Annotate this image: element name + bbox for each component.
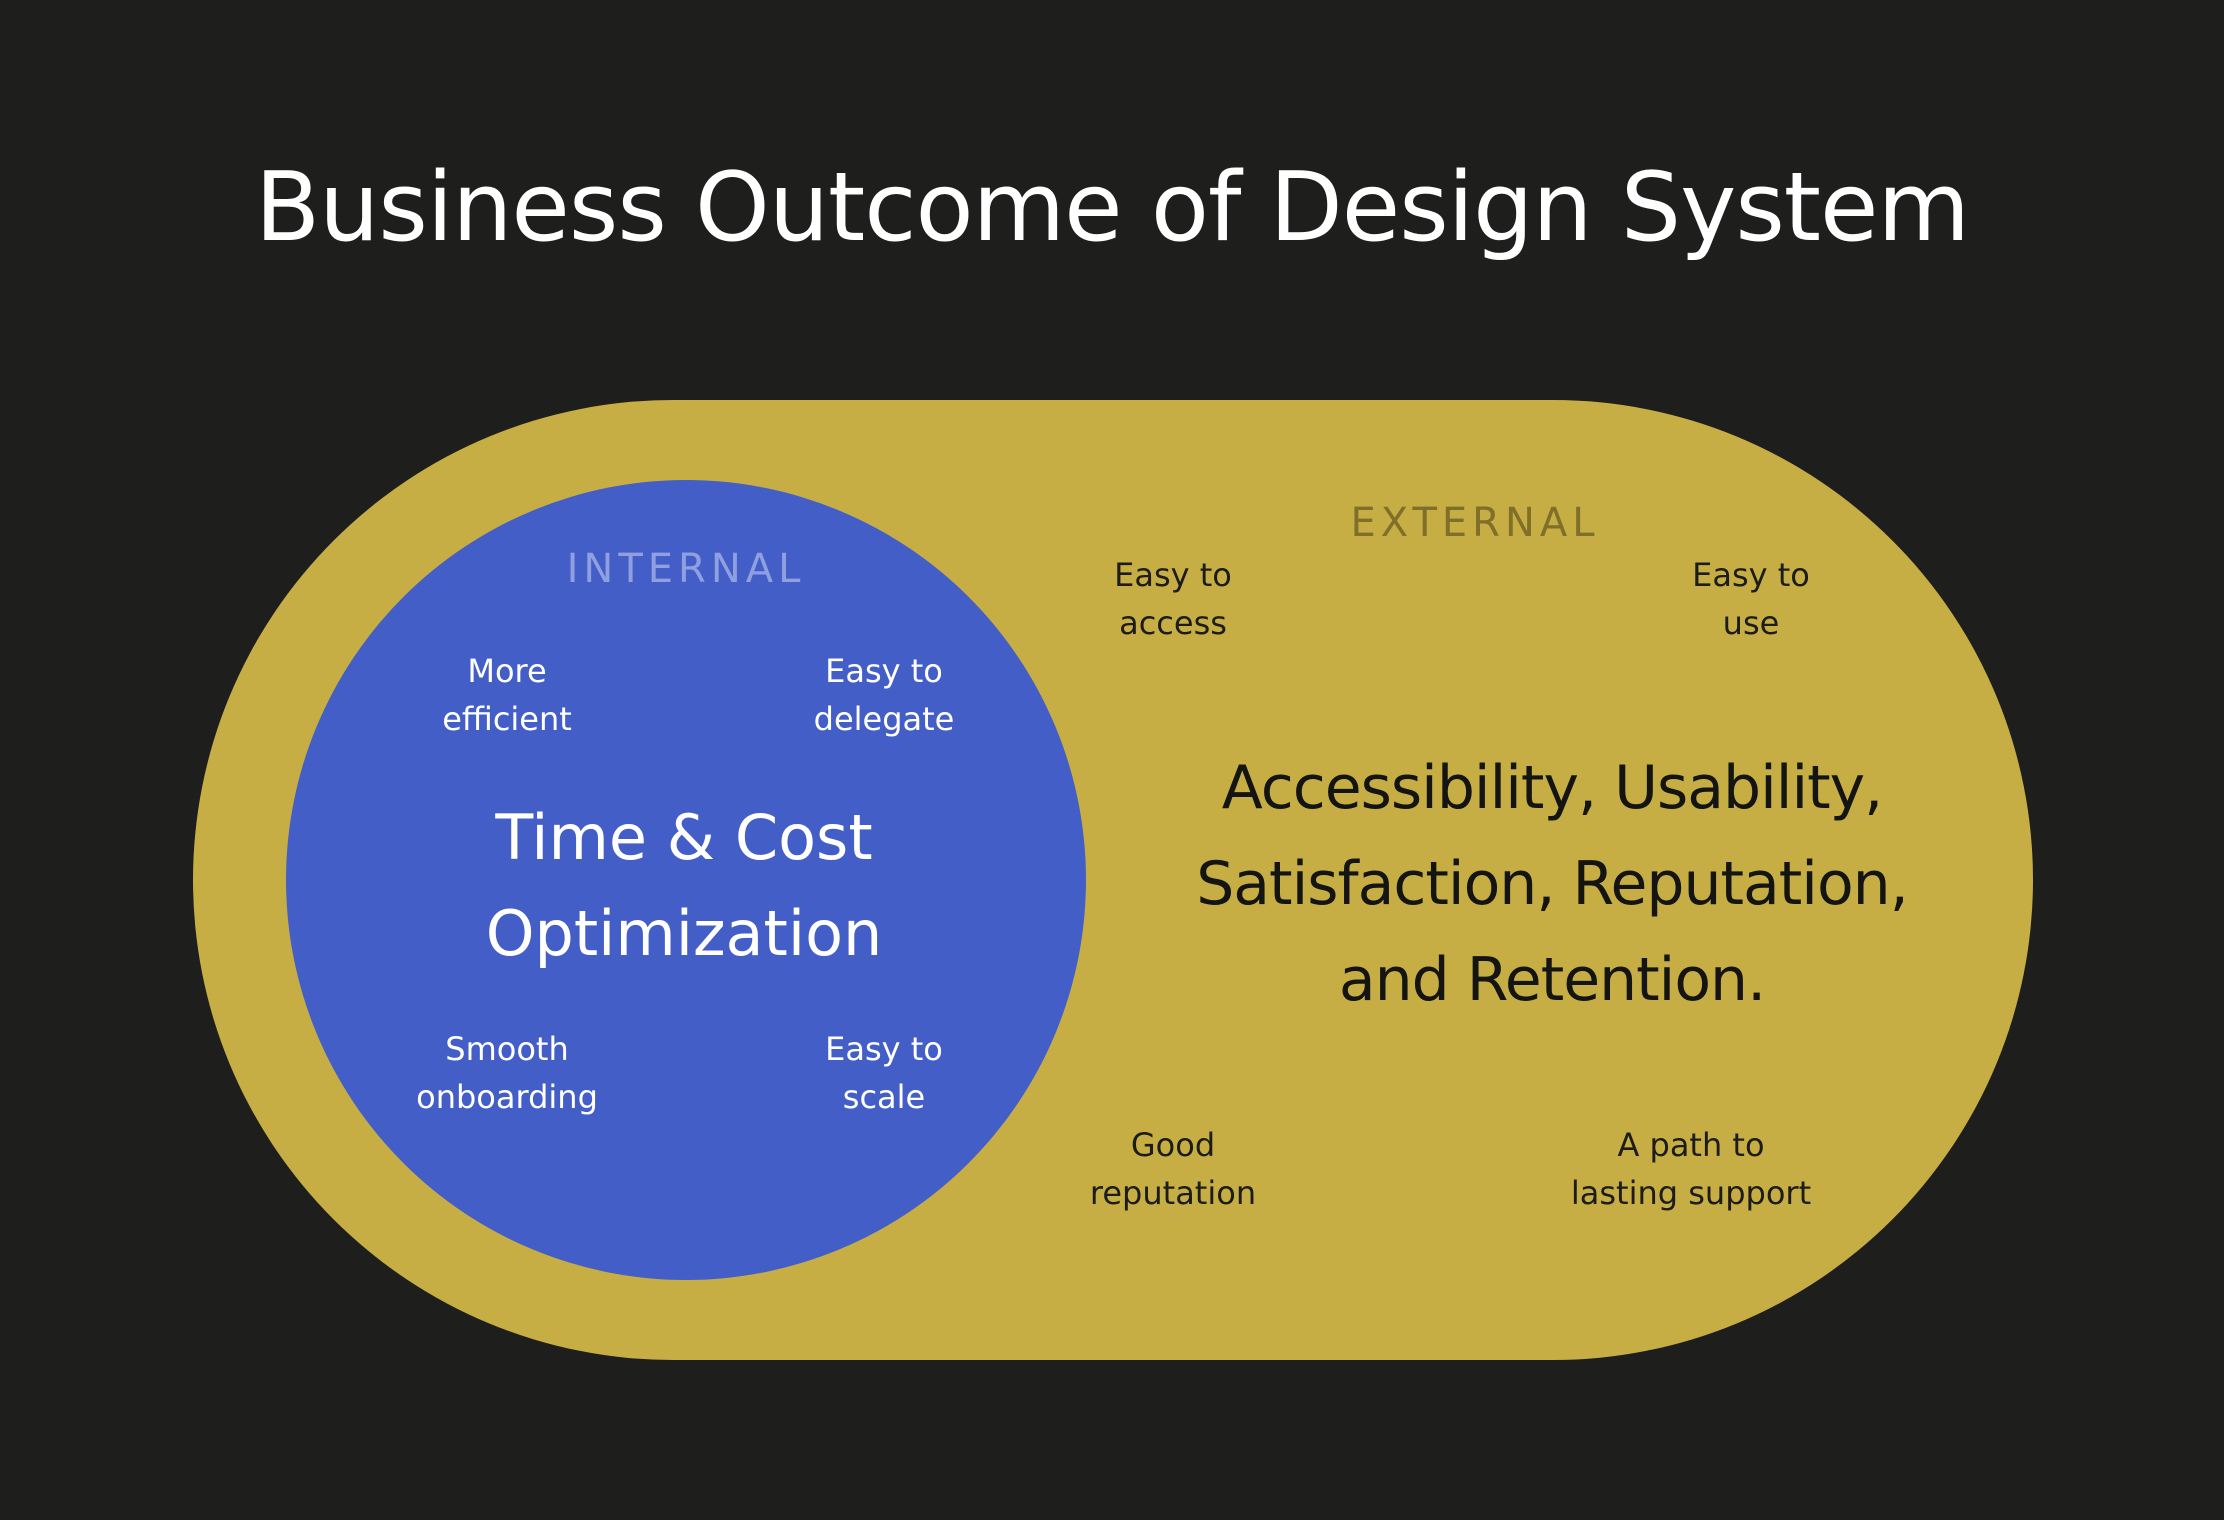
- center-line: Accessibility, Usability,: [1221, 753, 1884, 823]
- item-line: efficient: [442, 700, 572, 738]
- item-line: access: [1119, 604, 1227, 642]
- internal-region: [286, 480, 1086, 1280]
- item-line: lasting support: [1570, 1174, 1812, 1212]
- internal-item-smooth-onboarding: Smooth onboarding: [347, 1025, 667, 1121]
- external-item-easy-to-use: Easy to use: [1591, 551, 1911, 647]
- internal-item-more-efficient: More efficient: [347, 647, 667, 743]
- item-line: A path to: [1617, 1126, 1765, 1164]
- item-line: Easy to: [1114, 556, 1232, 594]
- center-line: and Retention.: [1338, 945, 1766, 1015]
- item-line: Easy to: [825, 652, 943, 690]
- item-line: Smooth: [445, 1030, 569, 1068]
- internal-item-easy-to-scale: Easy to scale: [724, 1025, 1044, 1121]
- item-line: reputation: [1089, 1174, 1257, 1212]
- external-item-lasting-support: A path to lasting support: [1531, 1121, 1851, 1217]
- center-line: Time & Cost: [495, 801, 873, 874]
- external-center-text: Accessibility, Usability, Satisfaction, …: [1152, 740, 1952, 1028]
- external-item-good-reputation: Good reputation: [1013, 1121, 1333, 1217]
- external-label: EXTERNAL: [1350, 500, 1600, 546]
- internal-item-easy-to-delegate: Easy to delegate: [724, 647, 1044, 743]
- item-line: More: [467, 652, 547, 690]
- center-line: Optimization: [485, 897, 883, 970]
- center-line: Satisfaction, Reputation,: [1196, 849, 1909, 919]
- external-item-easy-to-access: Easy to access: [1013, 551, 1333, 647]
- item-line: Good: [1130, 1126, 1216, 1164]
- item-line: scale: [842, 1078, 926, 1116]
- item-line: use: [1722, 604, 1780, 642]
- diagram-title: Business Outcome of Design System: [254, 153, 1970, 263]
- internal-label: INTERNAL: [566, 546, 806, 592]
- internal-center-text: Time & Cost Optimization: [404, 790, 964, 982]
- item-line: onboarding: [416, 1078, 598, 1116]
- item-line: delegate: [813, 700, 955, 738]
- item-line: Easy to: [1692, 556, 1810, 594]
- item-line: Easy to: [825, 1030, 943, 1068]
